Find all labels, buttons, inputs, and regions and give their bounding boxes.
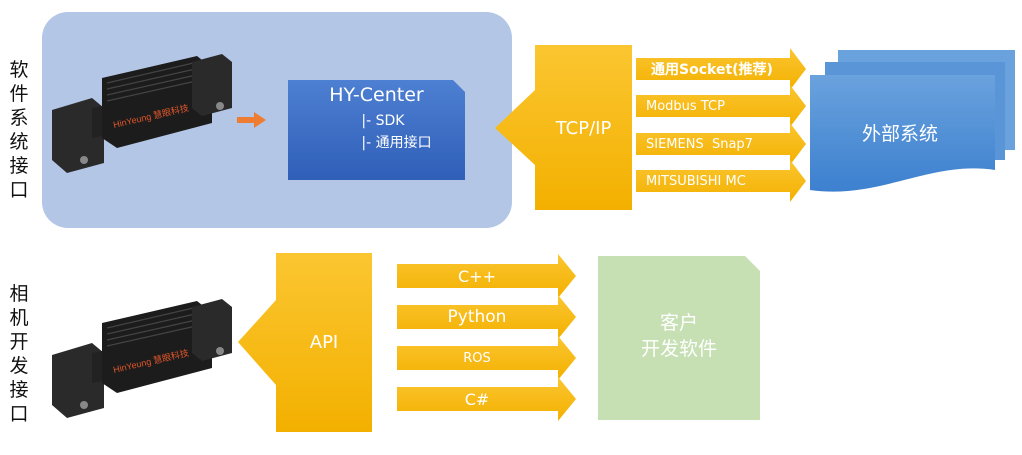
hy-center-item-sdk: |- SDK bbox=[361, 113, 405, 129]
hy-center-title: HY-Center bbox=[329, 84, 424, 106]
protocol-socket: 通用Socket(推荐) bbox=[651, 62, 773, 78]
camera-image-top bbox=[51, 53, 233, 174]
language-csharp: C# bbox=[464, 389, 490, 409]
protocol-modbus: Modbus TCP bbox=[646, 98, 725, 114]
api-arrow bbox=[238, 253, 372, 432]
protocol-siemens: SIEMENS Snap7 bbox=[646, 136, 753, 152]
client-label: 客户 开发软件 bbox=[598, 310, 760, 362]
hy-center-box bbox=[288, 80, 465, 180]
protocol-arrows bbox=[636, 48, 806, 202]
client-box bbox=[598, 256, 760, 420]
hy-center-content: HY-Center |- SDK |- 通用接口 bbox=[288, 84, 465, 154]
language-ros: ROS bbox=[463, 350, 491, 366]
client-line2: 开发软件 bbox=[640, 338, 717, 360]
api-label: API bbox=[309, 331, 339, 353]
external-system-shape bbox=[810, 50, 1015, 192]
language-python: Python bbox=[447, 307, 507, 327]
camera-interface-label: 相机开发接口 bbox=[9, 283, 29, 425]
hy-center-item-interface: |- 通用接口 bbox=[361, 135, 432, 151]
client-line1: 客户 bbox=[659, 312, 698, 334]
tcpip-label: TCP/IP bbox=[555, 117, 612, 139]
orange-arrow bbox=[237, 112, 266, 128]
camera-image-bottom bbox=[51, 298, 233, 419]
protocol-mitsubishi: MITSUBISHI MC bbox=[646, 173, 746, 189]
language-cpp: C++ bbox=[458, 266, 496, 286]
external-system-label: 外部系统 bbox=[861, 122, 938, 145]
software-interface-label: 软件系统接口 bbox=[9, 59, 29, 201]
tcpip-arrow bbox=[495, 45, 632, 210]
language-arrows bbox=[397, 254, 576, 421]
